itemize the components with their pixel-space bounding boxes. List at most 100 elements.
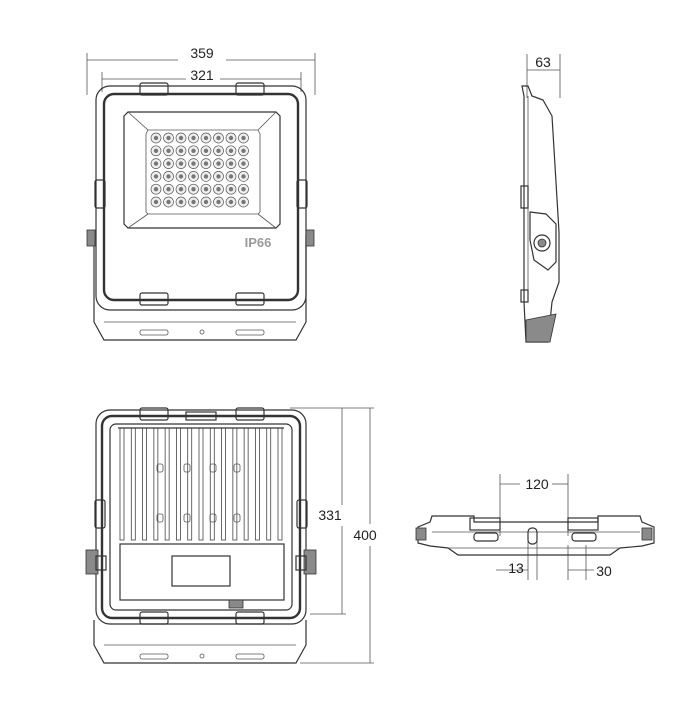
heatsink-fin (255, 427, 260, 541)
dim-outer-width: 359 (190, 45, 214, 61)
led-lens-dot (166, 135, 171, 141)
rear-frame-outer (95, 409, 307, 625)
rear-clip-bottom-right (235, 611, 265, 625)
led-array (150, 132, 249, 208)
led-lens-dot (216, 135, 221, 141)
led-lens-dot (191, 135, 196, 141)
led-lens-dot (228, 187, 234, 192)
mounting-holes (156, 463, 241, 523)
led-lens-dot (153, 187, 159, 192)
bottom-slot-right (571, 532, 597, 542)
bottom-slot-left (473, 532, 499, 542)
bottom-view: 120 13 30 (415, 474, 655, 580)
dim-outer-height: 400 (353, 527, 377, 543)
led-lens-dot (191, 174, 196, 179)
led-lens-dot (178, 148, 184, 153)
bottom-clip-right (235, 292, 265, 306)
heatsink-fin (130, 427, 136, 541)
led-lens-dot (228, 199, 234, 205)
side-base (525, 313, 557, 343)
rear-dimensions: 331 400 (290, 407, 377, 664)
led-lens-dot (178, 187, 184, 192)
heatsink-fin (198, 427, 204, 541)
side-dimensions: 63 (526, 54, 561, 98)
side-clip-right (296, 179, 308, 209)
heatsink-fin (209, 427, 215, 541)
dim-hole: 13 (508, 560, 524, 576)
led-lens-dot (241, 199, 246, 205)
led-lens-dot (178, 135, 184, 141)
heatsink-fin (277, 427, 283, 541)
led-lens-dot (241, 148, 246, 153)
led-lens-dot (178, 174, 184, 179)
led-lens-dot (216, 161, 221, 166)
heatsink-fin (266, 427, 272, 541)
led-lens-dot (191, 148, 196, 153)
dim-spacing: 120 (525, 476, 549, 492)
heatsink-body (109, 423, 293, 611)
led-lens-dot (153, 199, 159, 205)
cable-gland (228, 599, 244, 609)
side-housing (521, 85, 560, 343)
heatsink-fin (221, 427, 226, 541)
bottom-center-hole (527, 527, 538, 545)
led-lens-dot (191, 161, 196, 166)
bottom-knob-right (641, 527, 653, 541)
led-lens-dot (153, 174, 159, 179)
front-frame-inner (102, 92, 300, 302)
bottom-clip-right (567, 517, 599, 531)
led-lens-dot (153, 161, 159, 166)
led-lens-dot (228, 135, 234, 141)
heatsink-fin (153, 427, 159, 541)
led-lens-dot (216, 199, 221, 205)
dim-inner-height: 331 (318, 507, 342, 523)
led-lens-dot (241, 161, 246, 166)
led-lens-dot (191, 187, 196, 192)
heatsink-fin (243, 427, 249, 541)
led-lens-dot (203, 199, 209, 205)
heatsink-fin (176, 427, 181, 541)
heatsink-fin (142, 427, 147, 541)
front-housing-outline (93, 235, 307, 341)
bottom-housing (417, 515, 655, 556)
led-lens-dot (153, 135, 159, 141)
bracket-plate (529, 211, 557, 271)
rear-top-tab (185, 411, 217, 421)
ip-rating-label: IP66 (245, 235, 272, 250)
heatsink-fins (119, 427, 283, 541)
led-lens-dot (166, 161, 171, 166)
led-lens-dot (191, 199, 196, 205)
led-lens-dot (228, 161, 234, 166)
dim-slot: 30 (596, 563, 612, 579)
side-clip-bottom (520, 289, 529, 303)
rear-bracket-knob-right (303, 549, 317, 575)
rear-clip-right (296, 499, 308, 529)
led-lens-dot (203, 135, 209, 141)
rear-clip-bottom-left (139, 611, 169, 625)
bottom-dimensions: 120 13 30 (496, 474, 612, 580)
led-lens-dot (178, 199, 184, 205)
front-frame-outer (95, 85, 307, 311)
dim-depth: 63 (535, 54, 551, 70)
side-clip (520, 185, 529, 209)
bottom-clip-left (469, 517, 501, 531)
bracket-knob-left (86, 229, 96, 247)
led-lens-dot (228, 174, 234, 179)
bracket-knob-circle (533, 234, 551, 252)
heatsink-fin (232, 427, 238, 541)
side-clip-left (94, 179, 106, 209)
top-clip-right (235, 82, 265, 96)
led-lens-dot (178, 161, 184, 166)
bracket-knob-center (537, 238, 547, 248)
dim-inner-width: 321 (190, 67, 214, 83)
rear-base (93, 620, 307, 664)
front-view: 359 321 IP66 (86, 45, 316, 341)
led-lens-dot (203, 161, 209, 166)
led-lens-dot (166, 187, 171, 192)
heatsink-fin (164, 427, 170, 541)
led-lens-dot (166, 174, 171, 179)
driver-box (119, 543, 285, 601)
rear-view: 331 400 (85, 407, 377, 664)
driver-label-plate (171, 555, 231, 587)
